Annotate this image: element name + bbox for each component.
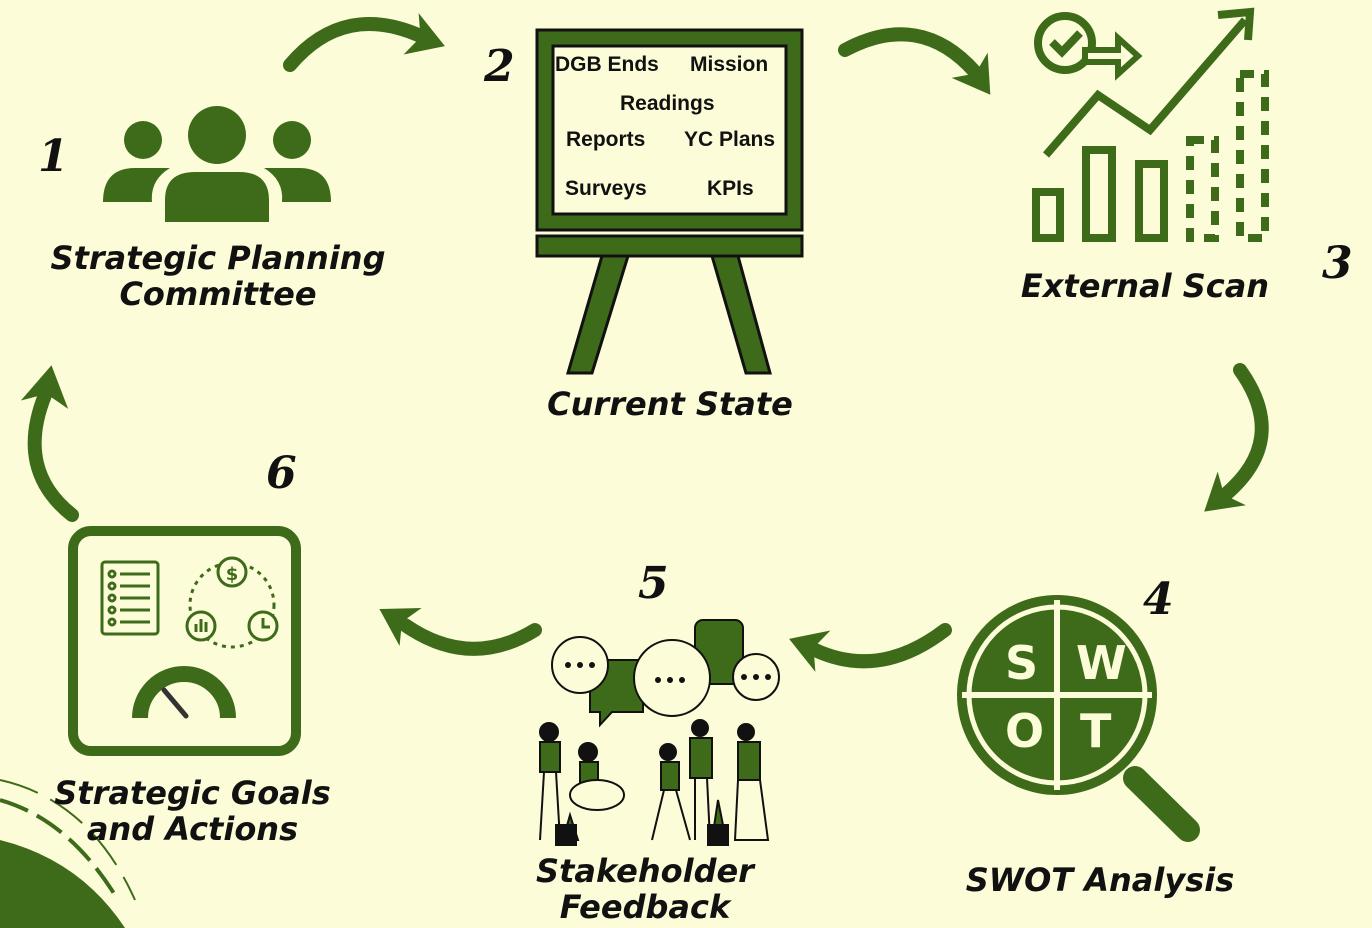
board-item-kpis: KPIs (707, 177, 754, 200)
people-conversation-icon (539, 619, 780, 846)
step-3-number: 3 (1322, 238, 1353, 289)
arrow-5-to-6 (379, 607, 542, 656)
step-6-label: Strategic Goals and Actions (45, 775, 340, 847)
board-item-yc-plans: YC Plans (684, 128, 776, 151)
swot-letter-t: T (1080, 704, 1112, 758)
step-1-number: 1 (38, 131, 69, 182)
board-item-readings: Readings (620, 92, 715, 115)
board-item-dgb-ends: DGB Ends (555, 53, 659, 76)
swot-magnifier-icon (957, 595, 1200, 842)
arrow-6-to-1 (20, 365, 79, 522)
arrow-3-to-4 (1204, 363, 1269, 512)
step-4-label: SWOT Analysis (965, 861, 1235, 899)
step-4-number: 4 (1143, 574, 1174, 625)
board-item-mission: Mission (690, 53, 769, 76)
step-5-label: Stakeholder Feedback (500, 853, 790, 925)
step-6-number: 6 (266, 448, 297, 499)
step-5-label-line-1: Stakeholder (536, 852, 754, 890)
decorative-arc (0, 779, 136, 928)
dashboard-icon: $ (68, 526, 301, 756)
step-5-label-line-2: Feedback (559, 888, 731, 926)
growth-chart-icon (1032, 7, 1269, 242)
step-1-label-line-2: Committee (119, 275, 317, 313)
step-2-label: Current State (547, 385, 793, 423)
step-3-label: External Scan (1020, 267, 1270, 305)
swot-letter-s: S (1005, 636, 1039, 690)
arrow-2-to-3 (838, 27, 991, 95)
step-6-label-line-2: and Actions (86, 810, 299, 848)
step-2-number: 2 (484, 41, 515, 92)
board-item-reports: Reports (566, 128, 646, 151)
step-5-number: 5 (638, 558, 669, 609)
swot-letter-w: W (1076, 636, 1127, 690)
board-item-surveys: Surveys (565, 177, 647, 200)
people-group-icon (103, 106, 331, 222)
step-6-label-line-1: Strategic Goals (54, 774, 331, 812)
easel-board-icon (535, 28, 804, 375)
swot-letter-o: O (1005, 704, 1045, 758)
arrow-4-to-5 (789, 623, 952, 672)
svg-text:$: $ (226, 564, 239, 585)
step-1-label-line-1: Strategic Planning (50, 239, 386, 277)
arrow-1-to-2 (283, 13, 445, 72)
step-1-label: Strategic Planning Committee (48, 240, 388, 312)
